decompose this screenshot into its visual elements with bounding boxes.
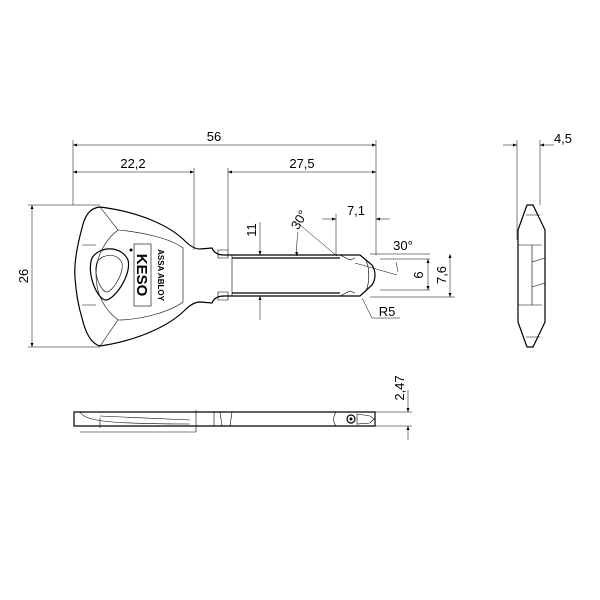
dim-angle-top: 30° [288, 207, 311, 232]
key-bottom-view [73, 390, 412, 440]
key-head-outline [74, 206, 376, 347]
dim-angle-tip: 30° [393, 238, 413, 253]
key-side-view [503, 140, 554, 348]
dim-radius: R5 [379, 304, 396, 319]
logo-keso: KESO [133, 254, 150, 297]
dim-tip-length: 7,1 [347, 203, 365, 218]
dim-tip-inner: 6 [411, 271, 426, 278]
dim-thickness-blade: 2,47 [392, 375, 407, 400]
key-front-view: KESO ASSA ABLOY [74, 206, 376, 347]
dim-head-length: 22,2 [120, 156, 145, 171]
dim-thickness-side: 4,5 [554, 131, 572, 146]
dim-overall-length: 56 [207, 129, 221, 144]
dim-blade-length: 27,5 [289, 156, 314, 171]
dim-head-height: 26 [16, 269, 31, 283]
head-triangle-recess [89, 248, 130, 301]
dim-tip-outer: 7,6 [434, 266, 449, 284]
dimension-lines [28, 140, 455, 348]
logo-frame [133, 243, 152, 307]
dim-blade-height: 11 [244, 223, 259, 237]
logo-assa-abloy: ASSA ABLOY [156, 249, 165, 302]
